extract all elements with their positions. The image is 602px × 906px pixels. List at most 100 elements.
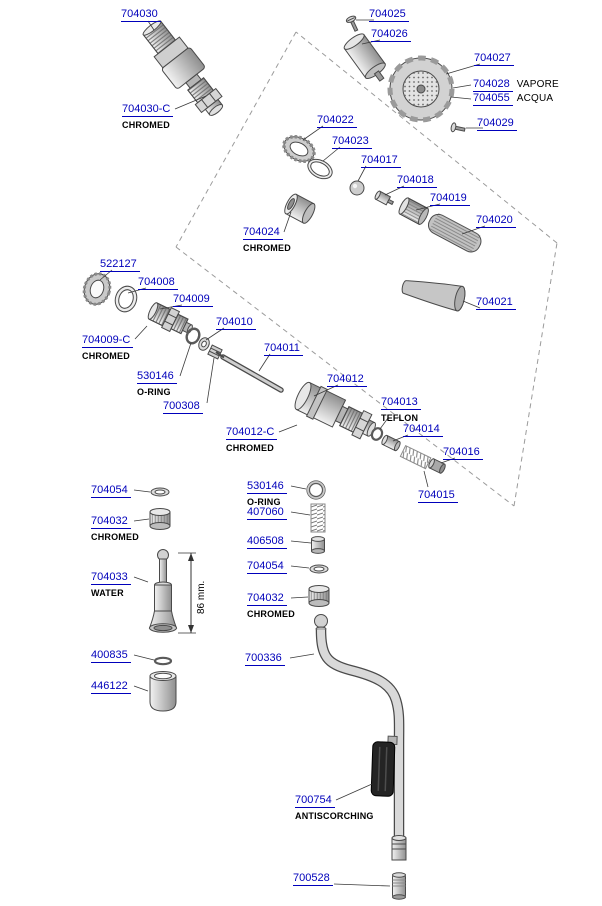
part-label-406508[interactable]: 406508: [247, 535, 287, 549]
drawing-knurled-ring-522127: [82, 272, 112, 306]
part-label-704054-left[interactable]: 704054: [91, 484, 131, 498]
part-label-704012-c[interactable]: 704012-C CHROMED: [226, 426, 278, 454]
part-sub-label: CHROMED: [226, 443, 274, 453]
part-number[interactable]: 700754: [295, 794, 335, 808]
part-number[interactable]: 704015: [418, 489, 458, 503]
part-number[interactable]: 704054: [91, 484, 131, 498]
part-number[interactable]: 704027: [474, 52, 514, 66]
part-label-704012[interactable]: 704012: [327, 373, 367, 387]
part-number[interactable]: 704055: [473, 92, 513, 106]
part-number[interactable]: 704021: [476, 296, 516, 310]
part-number[interactable]: 704030-C: [122, 103, 174, 117]
part-number[interactable]: 700528: [293, 872, 333, 886]
part-number[interactable]: 704014: [403, 423, 443, 437]
part-label-700308[interactable]: 700308: [163, 400, 203, 414]
part-number[interactable]: 704019: [430, 192, 470, 206]
part-number[interactable]: 704022: [317, 114, 357, 128]
part-label-704014[interactable]: 704014: [403, 423, 443, 437]
part-sub-label: ANTISCORCHING: [295, 811, 374, 821]
part-label-704019[interactable]: 704019: [430, 192, 470, 206]
drawing-handle-704021: [401, 280, 466, 312]
drawing-nut-700308: [207, 344, 223, 360]
part-sub-label: O-RING: [247, 497, 281, 507]
part-number[interactable]: 704054: [247, 560, 287, 574]
part-sub-label: VAPORE: [516, 79, 559, 90]
part-number[interactable]: 406508: [247, 535, 287, 549]
part-number[interactable]: 704008: [138, 276, 178, 290]
part-label-446122[interactable]: 446122: [91, 680, 131, 694]
part-number[interactable]: 704025: [369, 8, 409, 22]
part-number[interactable]: 704010: [216, 316, 256, 330]
part-label-704054-mid[interactable]: 704054: [247, 560, 287, 574]
part-label-704011[interactable]: 704011: [264, 342, 303, 356]
drawing-ring-704008: [114, 285, 138, 313]
part-label-700528[interactable]: 700528: [293, 872, 333, 886]
part-number[interactable]: 446122: [91, 680, 131, 694]
part-number[interactable]: 704024: [243, 226, 283, 240]
part-label-700336[interactable]: 700336: [245, 652, 285, 666]
part-label-400835[interactable]: 400835: [91, 649, 131, 663]
part-number[interactable]: 704017: [361, 154, 401, 168]
part-number[interactable]: 407060: [247, 506, 287, 520]
part-number[interactable]: 704009: [173, 293, 213, 307]
drawing-knob-704027: [387, 55, 455, 123]
part-number[interactable]: 700336: [245, 652, 285, 666]
part-number[interactable]: 704013: [381, 396, 421, 410]
part-label-704029[interactable]: 704029: [477, 117, 517, 131]
part-number[interactable]: 704018: [397, 174, 437, 188]
part-number[interactable]: 522127: [100, 258, 140, 272]
part-label-407060[interactable]: 407060: [247, 506, 287, 520]
part-label-704023[interactable]: 704023: [332, 135, 372, 149]
part-number[interactable]: 704016: [443, 446, 483, 460]
part-number[interactable]: 704012-C: [226, 426, 278, 440]
part-number[interactable]: 530146: [137, 370, 177, 384]
part-label-704008[interactable]: 704008: [138, 276, 178, 290]
drawing-valve-body-704012: [294, 381, 376, 440]
part-label-704017[interactable]: 704017: [361, 154, 401, 168]
part-number[interactable]: 700308: [163, 400, 203, 414]
part-number[interactable]: 704011: [264, 342, 303, 356]
part-label-704016[interactable]: 704016: [443, 446, 483, 460]
part-label-704030[interactable]: 704030: [121, 8, 161, 22]
part-label-704026[interactable]: 704026: [371, 28, 411, 42]
part-number[interactable]: 400835: [91, 649, 131, 663]
part-label-704010[interactable]: 704010: [216, 316, 256, 330]
drawing-chromed-nut-704032-mid: [308, 585, 330, 607]
part-label-704021[interactable]: 704021: [476, 296, 516, 310]
drawing-knurled-bushing-704019: [398, 197, 429, 225]
part-number[interactable]: 704032: [247, 592, 287, 606]
part-number[interactable]: 704032: [91, 515, 131, 529]
part-label-704018[interactable]: 704018: [397, 174, 437, 188]
part-label-704009[interactable]: 704009: [173, 293, 213, 307]
part-number[interactable]: 704020: [476, 214, 516, 228]
part-number[interactable]: 704009-C: [82, 334, 134, 348]
part-number[interactable]: 704028: [473, 78, 513, 92]
part-label-704015[interactable]: 704015: [418, 489, 458, 503]
part-number[interactable]: 704033: [91, 571, 131, 585]
dimension-arrow-86mm: [178, 552, 196, 634]
part-label-704020[interactable]: 704020: [476, 214, 516, 228]
part-number[interactable]: 704029: [477, 117, 517, 131]
part-number[interactable]: 530146: [247, 480, 287, 494]
part-number[interactable]: 704023: [332, 135, 372, 149]
part-number[interactable]: 704026: [371, 28, 411, 42]
part-number[interactable]: 704030: [121, 8, 161, 22]
part-label-522127[interactable]: 522127: [100, 258, 140, 272]
part-label-704027[interactable]: 704027: [474, 52, 514, 66]
part-label-704022[interactable]: 704022: [317, 114, 357, 128]
part-label-704025[interactable]: 704025: [369, 8, 409, 22]
part-number[interactable]: 704012: [327, 373, 367, 387]
drawing-o-ring-400835: [153, 656, 173, 666]
